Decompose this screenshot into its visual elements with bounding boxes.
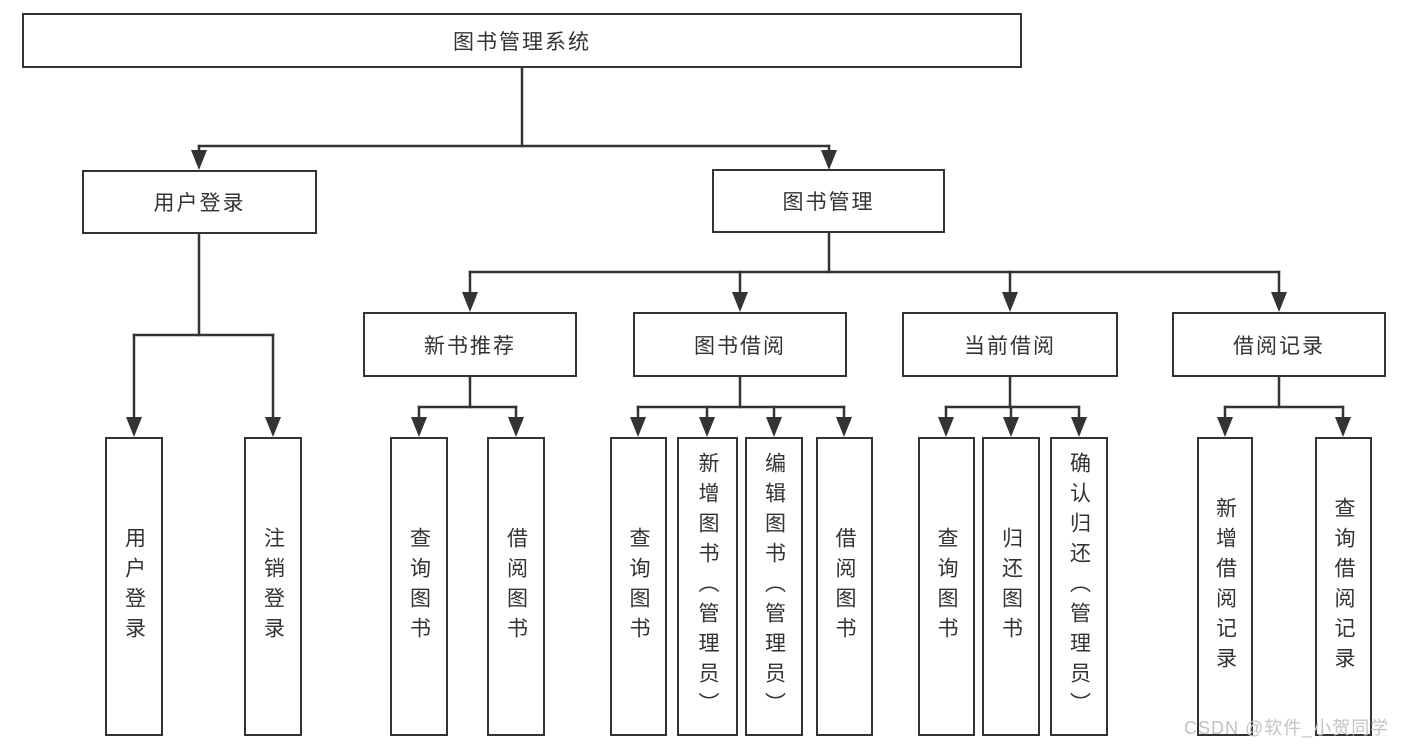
leaf-borrowing-add-books-admin: 新增图书（管理员） (677, 437, 738, 736)
arrowhead (938, 417, 954, 437)
node-borrow-records: 借阅记录 (1172, 312, 1386, 377)
leaf-borrowing-edit-books-admin-label: 编辑图书（管理员） (762, 451, 786, 722)
leaf-recommend-borrow-books-label: 借阅图书 (504, 526, 528, 647)
arrowheads (126, 150, 1351, 437)
arrowhead (630, 417, 646, 437)
leaf-borrowing-query-books-label: 查询图书 (627, 526, 650, 647)
leaf-current-return-books-label: 归还图书 (999, 526, 1023, 647)
arrowhead (1071, 417, 1087, 437)
node-book-management-label: 图书管理 (782, 191, 875, 214)
arrowhead (508, 417, 524, 437)
arrowhead (821, 150, 837, 170)
node-current-borrowing: 当前借阅 (902, 312, 1118, 377)
node-new-book-recommend: 新书推荐 (363, 312, 577, 377)
node-book-management: 图书管理 (712, 169, 945, 233)
leaf-borrowing-add-books-admin-label: 新增图书（管理员） (696, 451, 719, 722)
arrowhead (1335, 417, 1351, 437)
leaf-recommend-query-books-label: 查询图书 (407, 526, 431, 647)
leaf-current-return-books: 归还图书 (982, 437, 1040, 736)
leaf-user-login-label: 用户登录 (122, 526, 146, 647)
node-library-system: 图书管理系统 (22, 13, 1022, 68)
leaf-borrowing-query-books: 查询图书 (610, 437, 667, 736)
leaf-borrowing-edit-books-admin: 编辑图书（管理员） (745, 437, 803, 736)
arrowhead (265, 417, 281, 437)
arrowhead (1271, 292, 1287, 312)
csdn-watermark: CSDN @软件_小贺同学 (1184, 718, 1390, 738)
arrowhead (1217, 417, 1233, 437)
leaf-current-query-books-label: 查询图书 (935, 526, 958, 647)
leaf-records-query-borrow-record: 查询借阅记录 (1315, 437, 1372, 736)
leaf-current-confirm-return-admin: 确认归还（管理员） (1050, 437, 1108, 736)
leaf-recommend-query-books: 查询图书 (390, 437, 448, 736)
leaf-logout-label: 注销登录 (261, 526, 285, 647)
leaf-records-query-borrow-record-label: 查询借阅记录 (1332, 496, 1355, 677)
node-borrow-records-label: 借阅记录 (1233, 334, 1325, 358)
arrowhead (766, 417, 782, 437)
arrowhead (1002, 292, 1018, 312)
leaf-records-add-borrow-record: 新增借阅记录 (1197, 437, 1253, 736)
arrowhead (732, 292, 748, 312)
arrowhead (1003, 417, 1019, 437)
leaf-logout: 注销登录 (244, 437, 302, 736)
arrowhead (699, 417, 715, 437)
node-book-borrowing: 图书借阅 (633, 312, 847, 377)
node-new-book-recommend-label: 新书推荐 (424, 334, 516, 358)
node-book-borrowing-label: 图书借阅 (694, 334, 786, 358)
arrowhead (191, 150, 207, 170)
arrowhead (836, 417, 852, 437)
node-user-login: 用户登录 (82, 170, 317, 234)
leaf-records-add-borrow-record-label: 新增借阅记录 (1213, 496, 1237, 677)
leaf-user-login: 用户登录 (105, 437, 163, 736)
leaf-borrowing-borrow-books: 借阅图书 (816, 437, 873, 736)
node-library-system-label: 图书管理系统 (453, 30, 591, 54)
leaf-recommend-borrow-books: 借阅图书 (487, 437, 545, 736)
leaf-current-query-books: 查询图书 (918, 437, 975, 736)
node-current-borrowing-label: 当前借阅 (964, 334, 1056, 358)
arrowhead (411, 417, 427, 437)
leaf-borrowing-borrow-books-label: 借阅图书 (833, 526, 856, 647)
leaf-current-confirm-return-admin-label: 确认归还（管理员） (1067, 451, 1091, 722)
node-user-login-label: 用户登录 (153, 192, 246, 215)
arrowhead (462, 292, 478, 312)
arrowhead (126, 417, 142, 437)
